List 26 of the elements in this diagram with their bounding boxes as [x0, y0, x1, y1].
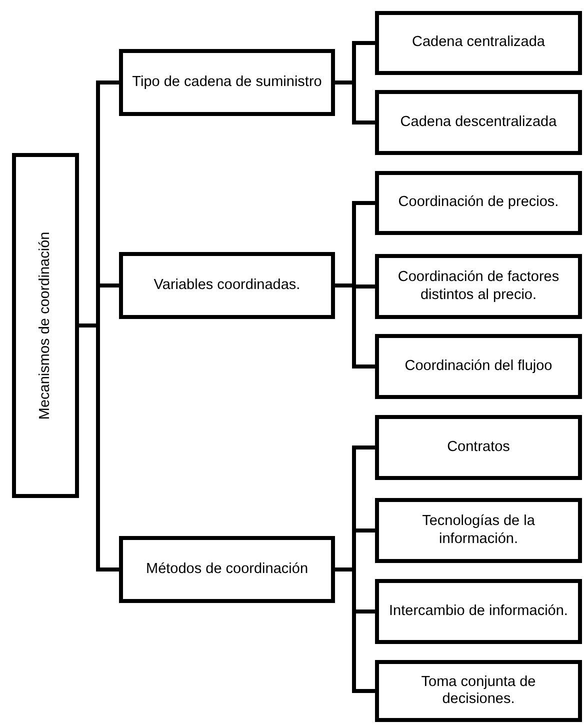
- box-label: Mecanismos de coordinación: [36, 232, 54, 420]
- box-label: Intercambio de información.: [389, 602, 568, 620]
- box-label: Toma conjunta de decisiones.: [420, 674, 537, 708]
- concept-box: [375, 171, 582, 235]
- box-label: Coordinación de factores distintos al precio.: [396, 269, 560, 304]
- concept-box: [375, 498, 582, 563]
- concept-box: [375, 334, 582, 399]
- box-label: Variables coordinadas.: [154, 276, 300, 294]
- concept-box: [119, 536, 335, 603]
- box-label: Coordinación de precios.: [398, 194, 559, 212]
- concept-box: [119, 252, 335, 319]
- concept-box: [375, 254, 582, 319]
- concept-box: [119, 49, 335, 116]
- concept-box: [375, 660, 582, 722]
- concept-box: [375, 11, 582, 75]
- box-label: Cadena centralizada: [412, 34, 545, 52]
- concept-box: [12, 153, 79, 498]
- box-label: Coordinación del flujoo: [404, 358, 552, 376]
- concept-box: [375, 90, 582, 155]
- box-label: Contratos: [447, 438, 510, 456]
- concept-box: [375, 415, 582, 480]
- box-label: Métodos de coordinación: [146, 560, 308, 578]
- concept-box: [375, 579, 582, 644]
- box-label: Cadena descentralizada: [400, 114, 557, 132]
- box-label: Tecnologías de la información.: [421, 513, 536, 548]
- box-label: Tipo de cadena de suministro: [132, 74, 322, 92]
